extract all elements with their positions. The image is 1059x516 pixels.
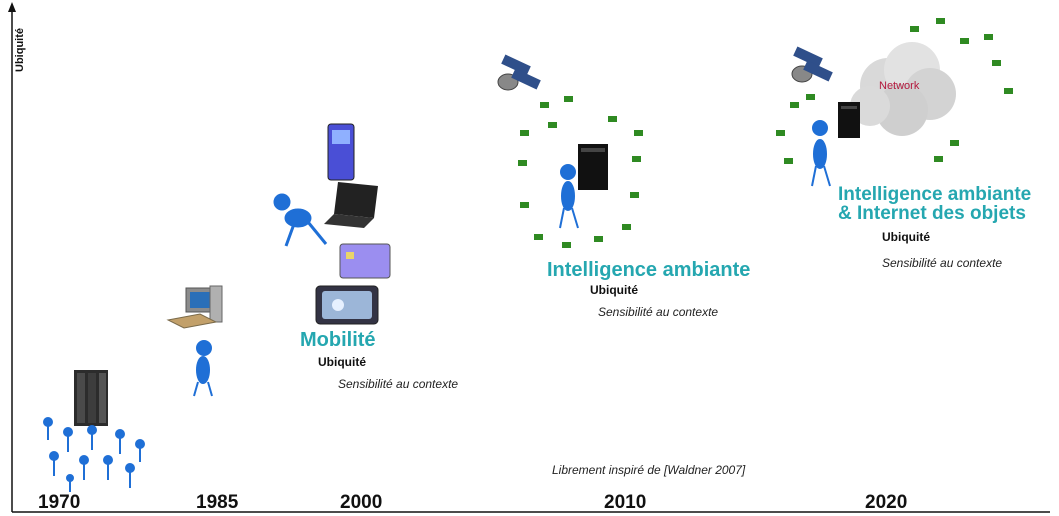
era-2020-title-line2: & Internet des objets	[838, 203, 1026, 224]
network-cloud-icon	[850, 42, 956, 136]
era-2000-context: Sensibilité au contexte	[338, 377, 459, 391]
mainframe-icon	[74, 370, 108, 426]
laptop-icon	[324, 182, 378, 228]
era-1970-illustration	[43, 370, 145, 492]
tablet-device-icon	[315, 285, 379, 325]
desktop-computer-icon	[166, 285, 223, 329]
era-2020-title-line1: Intelligence ambiante	[838, 184, 1032, 205]
mobile-phone-icon	[327, 123, 355, 181]
person-icon	[559, 164, 579, 229]
sensor-nodes-icon	[518, 96, 643, 248]
year-2010: 2010	[604, 492, 647, 513]
year-2020: 2020	[865, 492, 908, 513]
source-note: Librement inspiré de [Waldner 2007]	[552, 463, 746, 477]
era-2010-illustration	[497, 54, 643, 248]
year-2000: 2000	[340, 492, 383, 513]
era-2010-title: Intelligence ambiante	[547, 259, 751, 281]
era-2000-ubiquity: Ubiquité	[318, 355, 366, 369]
year-1985: 1985	[196, 492, 239, 513]
person-icon	[193, 340, 213, 397]
year-1970: 1970	[38, 492, 81, 513]
server-icon	[578, 144, 608, 190]
y-axis-arrow	[8, 2, 16, 12]
era-2010-context: Sensibilité au contexte	[598, 305, 719, 319]
sensor-nodes-icon	[776, 18, 1013, 164]
network-cloud-label: Network	[879, 80, 920, 92]
satellite-icon	[791, 46, 833, 83]
era-2010-ubiquity: Ubiquité	[590, 283, 638, 297]
smart-card-icon	[339, 243, 391, 279]
era-1985-illustration	[166, 285, 223, 397]
era-2020-context: Sensibilité au contexte	[882, 256, 1003, 270]
person-icon	[811, 120, 831, 187]
crowd-people-icon	[43, 417, 145, 492]
y-axis-label: Ubiquité	[14, 28, 26, 72]
era-2000-illustration	[273, 123, 391, 325]
server-icon	[838, 102, 860, 138]
era-2020-illustration	[776, 18, 1013, 187]
era-2000-title: Mobilité	[300, 329, 376, 351]
era-2020-ubiquity: Ubiquité	[882, 230, 930, 244]
running-person-icon	[273, 193, 328, 247]
satellite-icon	[497, 54, 541, 91]
